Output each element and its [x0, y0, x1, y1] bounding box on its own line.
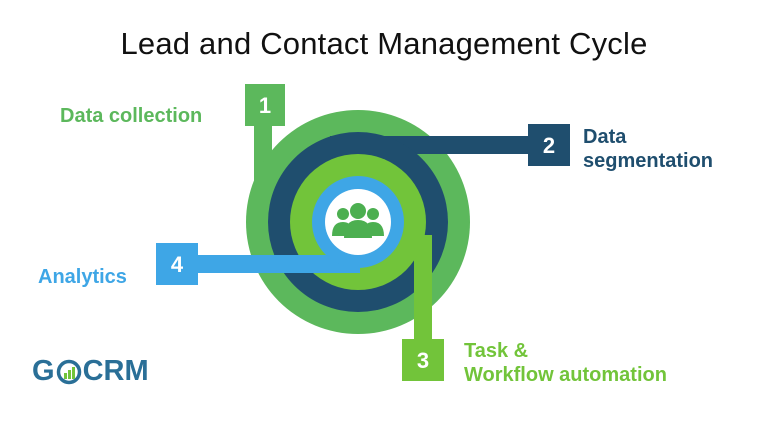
logo-suffix: CRM: [82, 355, 149, 387]
logo-prefix: G: [32, 355, 55, 387]
step-2-box: 2: [528, 124, 570, 166]
gocrm-logo: G CRM: [32, 355, 149, 388]
step-2-number: 2: [543, 133, 555, 158]
step-3-connector: [414, 235, 432, 365]
step-3-label-line2: Workflow automation: [464, 364, 667, 386]
step-4-box: 4: [156, 243, 198, 285]
step-1-box: 1: [245, 84, 285, 126]
step-3-label-line1: Task &: [464, 340, 529, 362]
step-3-number: 3: [417, 348, 429, 373]
step-2-label: Data segmentation: [583, 125, 713, 173]
logo-o-chart-icon: [56, 359, 82, 385]
step-2-label-line1: Data: [583, 126, 627, 148]
step-4-number: 4: [171, 252, 184, 277]
step-3-label: Task & Workflow automation: [464, 339, 667, 387]
page-title: Lead and Contact Management Cycle: [120, 26, 648, 61]
step-1-label: Data collection: [60, 105, 203, 127]
step-4-connector: [190, 255, 360, 273]
step-1-number: 1: [259, 93, 271, 118]
people-group-icon: [332, 203, 384, 238]
step-4-label: Analytics: [38, 266, 127, 288]
step-2-label-line2: segmentation: [583, 150, 714, 172]
step-3-box: 3: [402, 339, 444, 381]
